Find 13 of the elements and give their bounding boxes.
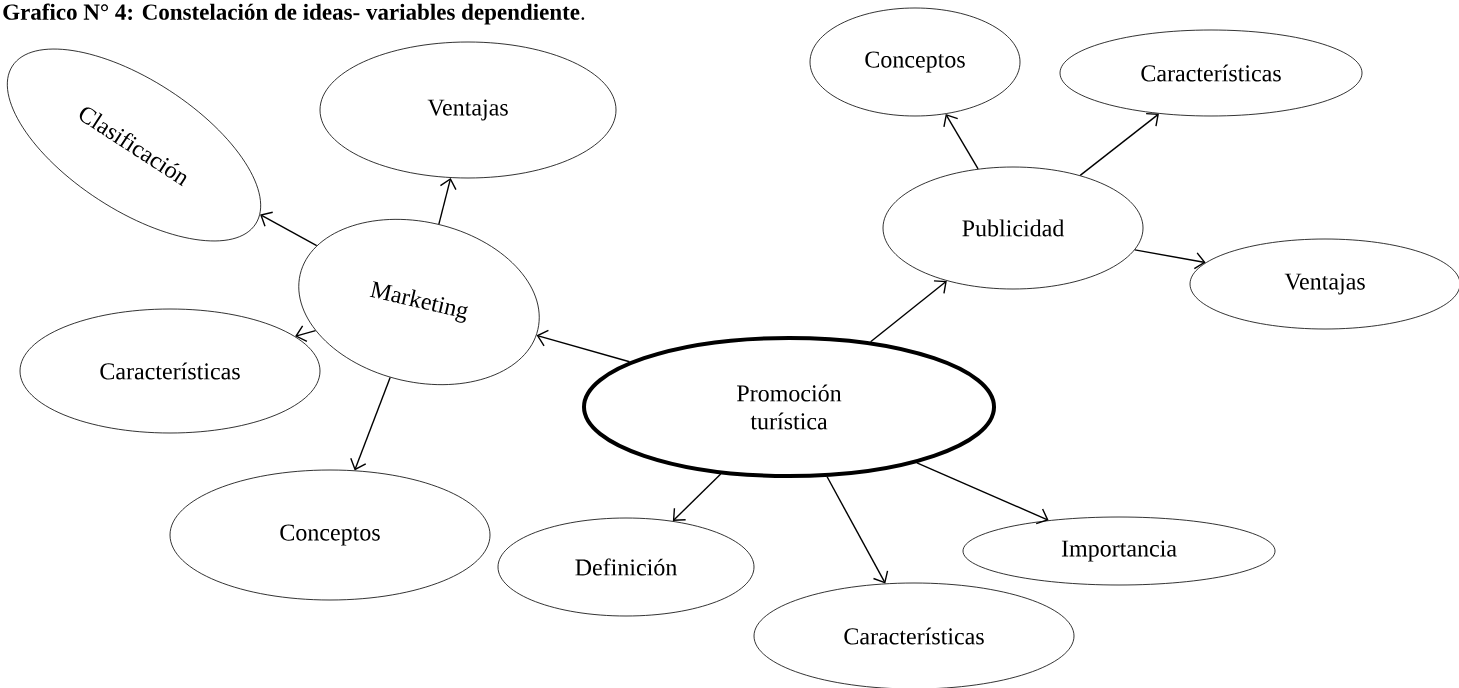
arrow	[826, 476, 889, 584]
arrow	[916, 462, 1049, 525]
arrow	[672, 473, 722, 521]
arrow	[943, 114, 979, 170]
arrow	[536, 329, 631, 363]
title: Grafico N° 4: Constelación de ideas- variables dependiente.	[3, 3, 585, 25]
arrow	[438, 177, 457, 225]
arrow	[350, 376, 391, 471]
arrow	[869, 280, 947, 343]
arrow	[1134, 249, 1206, 270]
arrow	[295, 325, 317, 343]
arrow	[1079, 112, 1159, 177]
arrow	[260, 211, 318, 247]
